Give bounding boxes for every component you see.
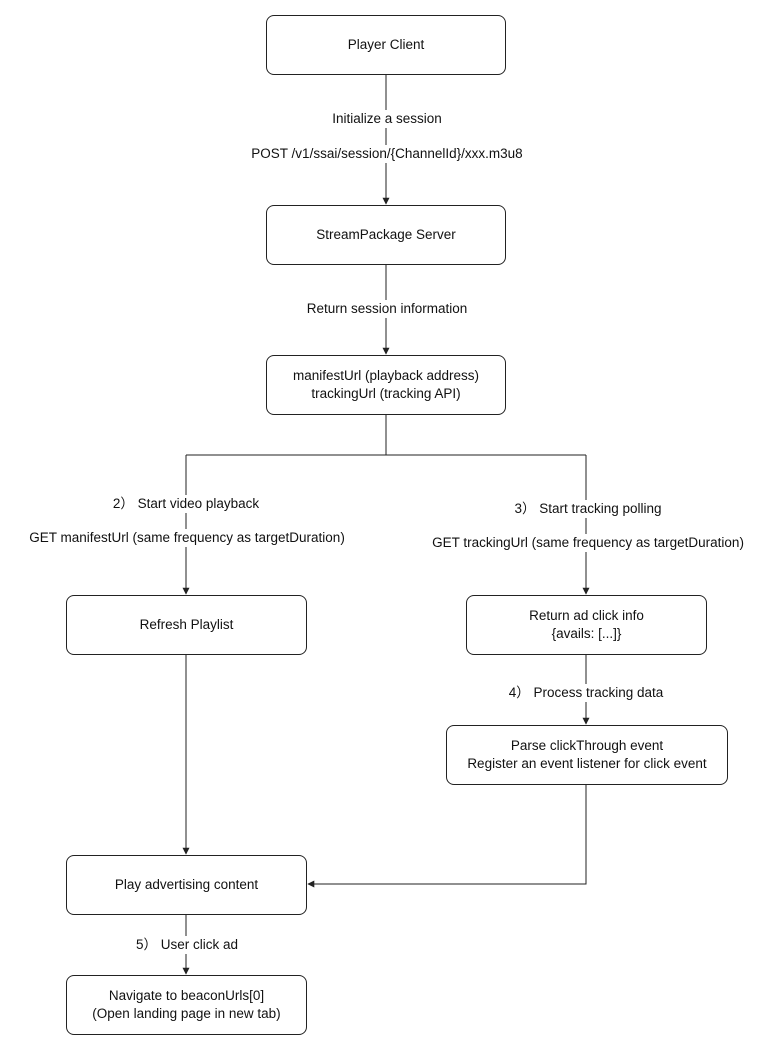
node-session-info: manifestUrl (playback address) trackingU… [266,355,506,415]
connector-split [186,415,387,456]
node-parse-clickthrough: Parse clickThrough event Register an eve… [446,725,728,785]
node-text: manifestUrl (playback address) [292,368,480,383]
node-text: Register an event listener for click eve… [467,756,707,771]
label-user-click: 5） User click ad [132,936,242,954]
node-text: Play advertising content [114,877,259,892]
node-text: Player Client [347,37,425,52]
label-start-tracking: 3） Start tracking polling [511,500,665,518]
node-text: Parse clickThrough event [510,738,664,753]
node-text: (Open landing page in new tab) [92,1006,281,1021]
node-text: StreamPackage Server [316,227,456,242]
node-text: trackingUrl (tracking API) [311,386,461,401]
label-start-playback: 2） Start video playback [109,495,263,513]
node-text: Navigate to beaconUrls[0] [108,988,265,1003]
label-init-session: Initialize a session [329,110,445,128]
node-navigate-beacon: Navigate to beaconUrls[0] (Open landing … [66,975,307,1035]
node-text: Refresh Playlist [139,617,234,632]
node-text: Return ad click info [529,608,644,623]
node-refresh-playlist: Refresh Playlist [66,595,307,655]
label-post-request: POST /v1/ssai/session/{ChannelId}/xxx.m3… [248,145,526,163]
label-process-tracking: 4） Process tracking data [505,684,667,702]
label-return-session: Return session information [303,300,471,318]
label-get-manifest: GET manifestUrl (same frequency as targe… [26,529,348,547]
label-get-tracking: GET trackingUrl (same frequency as targe… [429,534,747,552]
arrow-parse-to-play [307,785,587,888]
node-play-ad-content: Play advertising content [66,855,307,915]
node-player-client: Player Client [266,15,506,75]
node-text: {avails: [...]} [551,626,622,641]
node-streampackage-server: StreamPackage Server [266,205,506,265]
node-return-ad-click-info: Return ad click info {avails: [...]} [466,595,707,655]
